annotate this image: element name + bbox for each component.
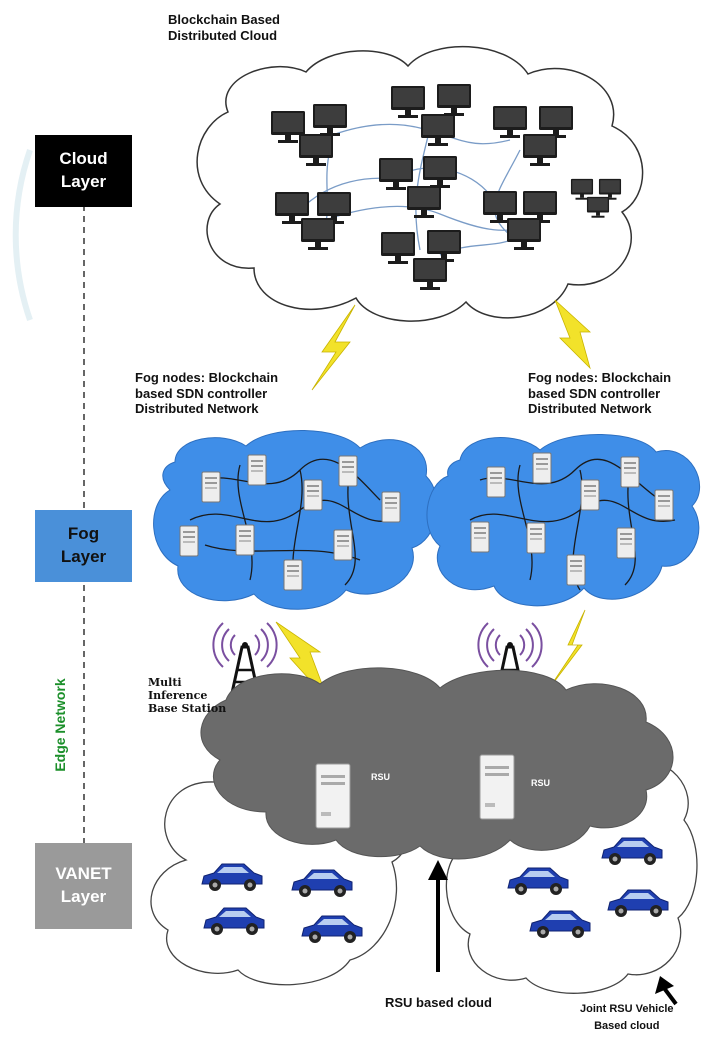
fog-left-caption: Fog nodes: Blockchain based SDN controll…: [135, 370, 278, 417]
base-station-caption-line2: Inference: [148, 689, 208, 703]
fog-right-caption-line3: Distributed Network: [528, 401, 652, 417]
joint-cloud-caption-line1: Joint RSU Vehicle: [580, 1003, 674, 1015]
blockchain-cloud-title-line1: Blockchain Based: [168, 12, 280, 27]
fog-cloud-right: [426, 434, 701, 607]
fog-right-caption-line1: Fog nodes: Blockchain: [528, 370, 672, 385]
rsu-server-right: [479, 754, 515, 820]
blockchain-cloud-title-line2: Distributed Cloud: [168, 27, 278, 43]
fog-cloud-left: [153, 430, 438, 610]
base-station-caption-line3: Base Station: [148, 702, 227, 716]
fog-left-caption-line1: Fog nodes: Blockchain: [135, 370, 279, 385]
joint-cloud-caption-line2: Based cloud: [594, 1020, 660, 1033]
rsu-label-left: RSU: [371, 772, 391, 782]
fog-layer-label-line2: Layer: [60, 547, 107, 566]
cloud-layer-label-line2: Layer: [60, 172, 107, 191]
vanet-layer-box: VANET Layer: [35, 843, 132, 929]
fog-left-caption-line3: Distributed Network: [135, 401, 259, 417]
edge-network-label: Edge Network: [52, 678, 68, 772]
rsu-cloud-caption: RSU based cloud: [385, 995, 492, 1010]
decorative-arc: [12, 149, 33, 321]
joint-cloud-caption: Joint RSU Vehicle Based cloud: [580, 1003, 674, 1033]
arrow-up-rsu-cloud: [428, 860, 448, 972]
fog-right-caption: Fog nodes: Blockchain based SDN controll…: [528, 370, 671, 417]
cloud-layer-box: Cloud Layer: [35, 135, 132, 207]
arrow-joint-cloud: [655, 976, 678, 1006]
fog-left-caption-line2: based SDN controller: [135, 385, 268, 401]
cloud-layer-label-line1: Cloud: [59, 149, 108, 169]
fog-layer-box: Fog Layer: [35, 510, 132, 582]
fog-right-caption-line2: based SDN controller: [528, 385, 661, 401]
blockchain-cloud-title: Blockchain Based Distributed Cloud: [168, 12, 280, 43]
rsu-server-left: [315, 763, 351, 829]
base-station-caption: Multi Inference Base Station: [148, 676, 226, 716]
rsu-label-right: RSU: [531, 778, 551, 788]
vanet-layer-label-line1: VANET: [55, 864, 112, 884]
base-station-caption-line1: Multi: [148, 676, 182, 689]
fog-layer-label-line1: Fog: [67, 524, 100, 544]
vanet-layer-label-line2: Layer: [60, 887, 107, 906]
